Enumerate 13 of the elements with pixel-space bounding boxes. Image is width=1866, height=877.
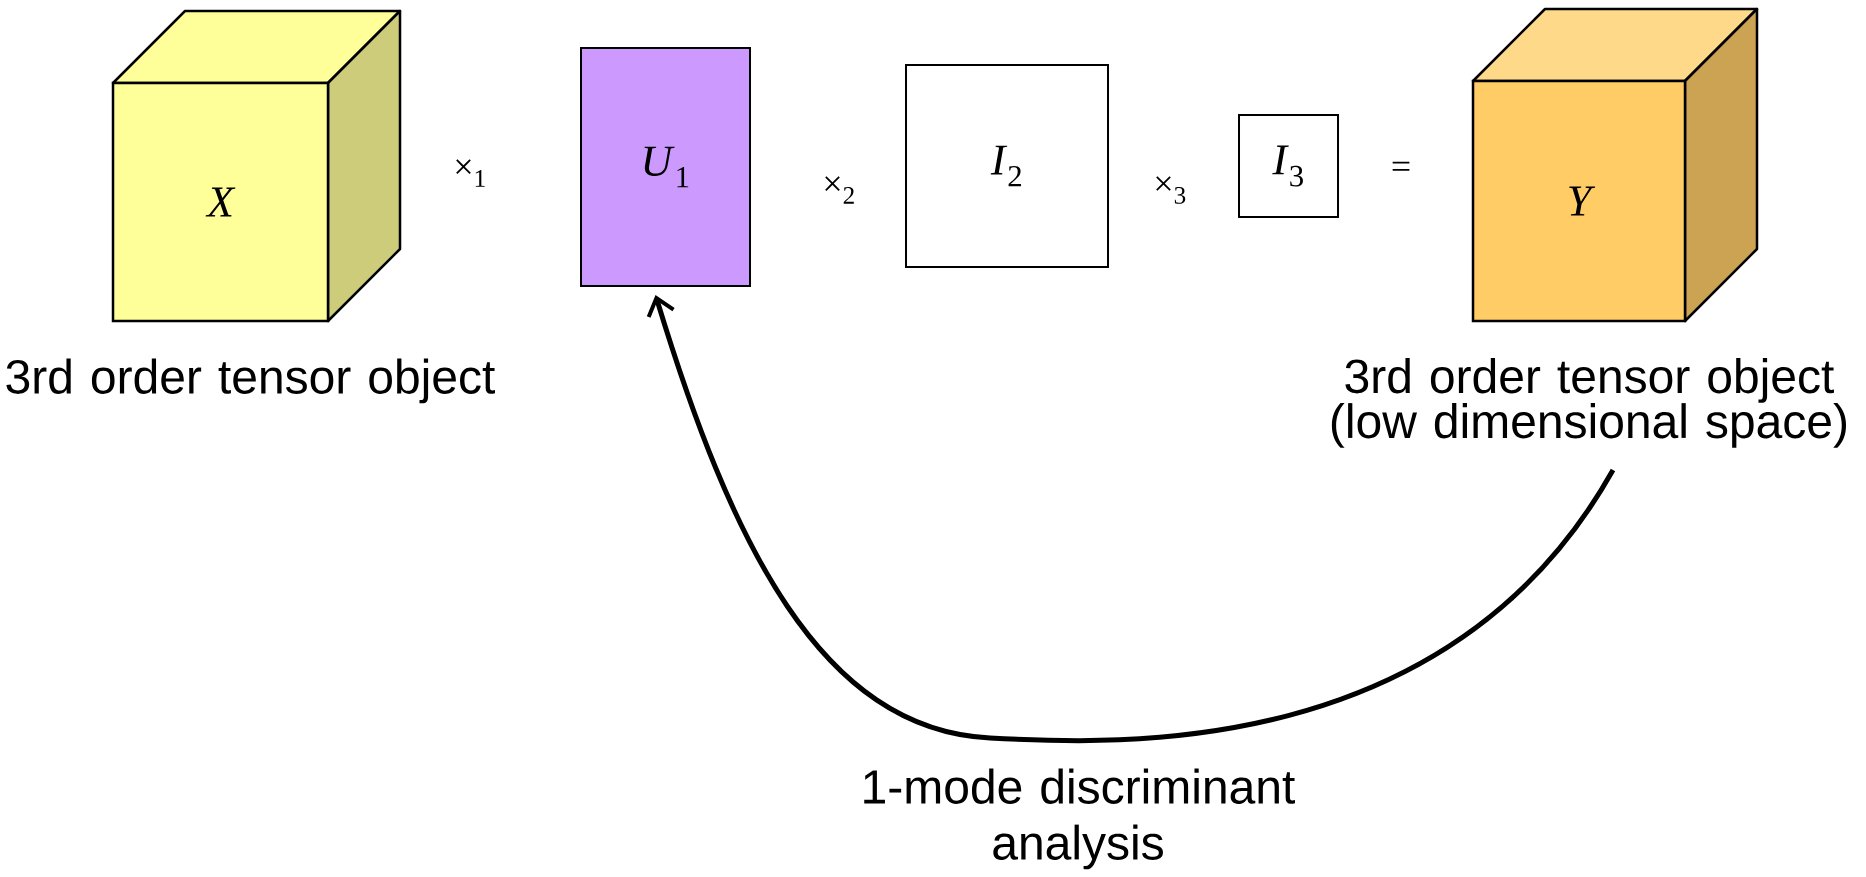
matrix-box: I$_{2}$ (905, 64, 1109, 268)
operator-symbol: ×$_{3}$ (1156, 176, 1186, 204)
operator-symbol: = (1392, 161, 1410, 171)
matrix-box: U$_{1}$ (580, 47, 751, 287)
cube-drawing: Y (1471, 7, 1759, 323)
node-label: 3rd order tensor object (6, 358, 495, 404)
matrix-box: I$_{3}$ (1238, 114, 1339, 218)
operator-symbol: ×$_{1}$ (456, 159, 485, 187)
curved-arrow (646, 295, 1616, 744)
operator-symbol: ×$_{2}$ (825, 176, 854, 204)
node-label: 3rd order tensor object (low dimensional space) (1331, 358, 1846, 448)
cube-drawing: X (111, 9, 402, 323)
edge-label: 1-mode discriminant analysis (841, 766, 1315, 872)
